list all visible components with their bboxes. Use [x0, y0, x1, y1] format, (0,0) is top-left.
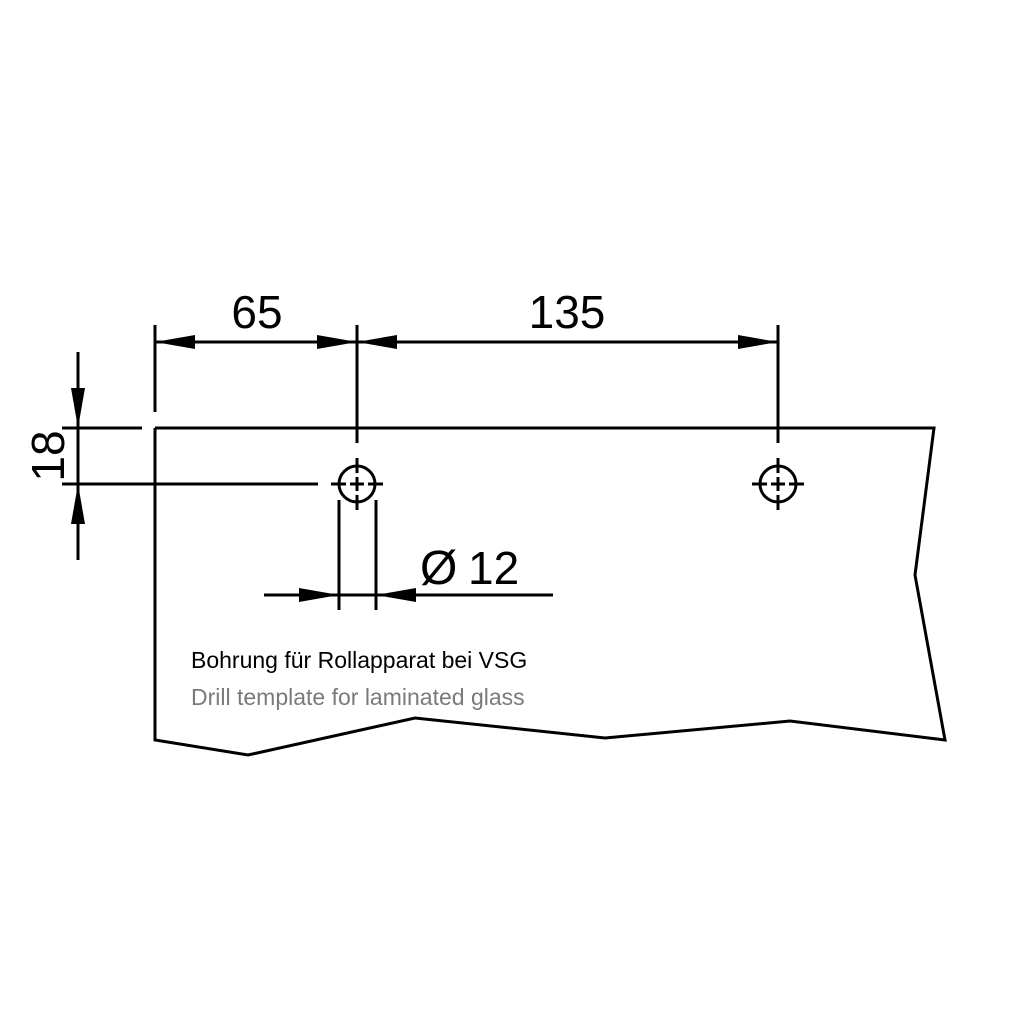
- diameter-symbol: Ø: [420, 542, 457, 595]
- drill-hole-2: [752, 458, 804, 510]
- dimension-label-18: 18: [22, 430, 74, 481]
- dimension-label-diameter: 12: [468, 542, 519, 594]
- caption-german: Bohrung für Rollapparat bei VSG: [191, 647, 527, 673]
- dimension-arrows-diameter: [299, 588, 416, 602]
- drill-hole-1: [331, 458, 383, 510]
- glass-panel-outline: [153, 426, 947, 757]
- dimension-label-135: 135: [529, 286, 606, 338]
- dimension-arrows-18: [71, 388, 85, 524]
- caption-english: Drill template for laminated glass: [191, 684, 525, 710]
- dimension-label-65: 65: [231, 286, 282, 338]
